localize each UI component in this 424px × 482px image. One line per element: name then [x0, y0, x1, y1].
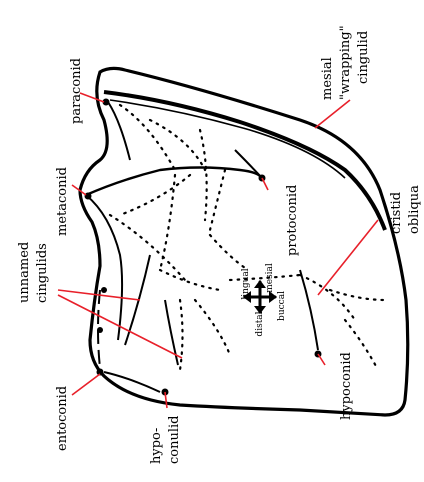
dotted-crests	[110, 105, 385, 370]
label-hypoconulid-2: conulid	[167, 416, 182, 465]
cingulid-leader-2	[58, 295, 182, 358]
compass-buccal: buccal	[277, 291, 287, 321]
label-metaconid: metaconid	[55, 167, 70, 236]
label-entoconid: entoconid	[55, 386, 70, 451]
cristid-leader	[318, 220, 378, 295]
label-mesial-wrapping-3: cingulid	[356, 31, 371, 84]
orientation-compass: mesial lingual buccal distal	[241, 263, 287, 336]
mesial-wrapping-leader	[315, 100, 350, 128]
entoconid-dot-1	[101, 287, 107, 293]
label-hypoconulid-1: hypo-	[149, 428, 164, 464]
label-unnamed-cingulids-2: cingulids	[35, 243, 50, 303]
label-mesial-wrapping-2: "wrapping"	[338, 25, 353, 100]
protoconid-crest	[235, 150, 262, 178]
label-unnamed-cingulids-1: unnamed	[17, 242, 32, 303]
label-paraconid: paraconid	[69, 58, 84, 124]
crown-outline	[80, 68, 408, 415]
mesial-cingulid-inner	[110, 100, 345, 178]
entoconid-leader	[72, 374, 100, 395]
label-cristid-1: cristid	[389, 192, 404, 234]
label-hypoconid: hypoconid	[339, 352, 354, 420]
entoconid-dot-2	[97, 327, 103, 333]
label-protoconid: protoconid	[285, 185, 300, 256]
label-cristid-2: obliqua	[407, 185, 422, 234]
compass-lingual: lingual	[241, 268, 251, 299]
label-mesial-wrapping-1: mesial	[320, 57, 335, 100]
hypoconid-leader	[318, 354, 325, 365]
compass-mesial: mesial	[265, 263, 275, 293]
compass-distal: distal	[255, 311, 265, 336]
metaconid-dot	[85, 193, 92, 200]
